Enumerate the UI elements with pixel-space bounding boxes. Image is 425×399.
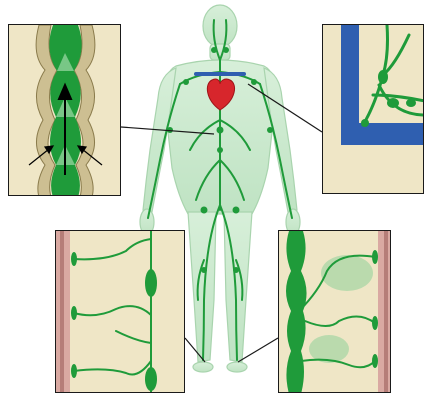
valve-detail-panel — [8, 24, 121, 196]
lymph-capillary-panel-left — [55, 230, 185, 393]
vein-junction-panel — [322, 24, 424, 194]
lymph-capillary-panel-right — [278, 230, 391, 393]
